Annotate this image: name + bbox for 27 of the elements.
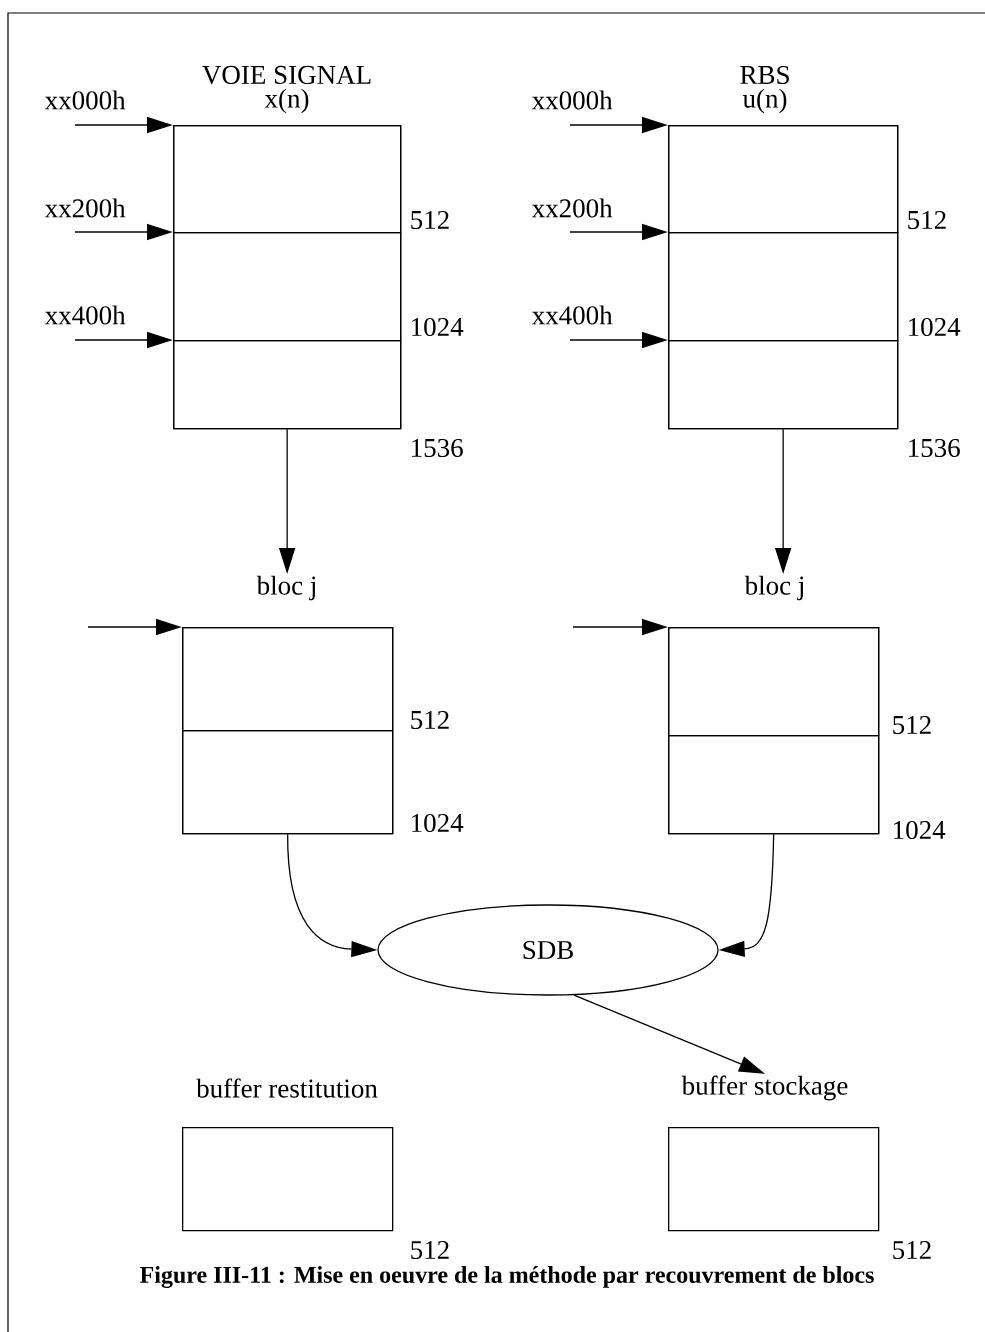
block-heading: RBS — [740, 65, 789, 85]
address-label: 512 — [893, 715, 931, 735]
address-label: 512 — [411, 1240, 449, 1260]
address-label: 1024 — [412, 317, 464, 337]
address-label: 512 — [411, 210, 449, 230]
block-heading: bloc j — [256, 575, 316, 601]
address-label: 1024 — [894, 820, 946, 840]
edge-label: xx000h — [531, 90, 613, 110]
block-heading: u(n) — [742, 88, 787, 114]
edge-label: xx000h — [44, 90, 126, 110]
figure-caption: Figure III-11 : Mise en oeuvre de la méthode par recouvrement de blocs — [140, 1266, 874, 1288]
address-label: 1024 — [909, 317, 961, 337]
edge-label: xx200h — [44, 198, 126, 218]
address-label: 512 — [893, 1240, 931, 1260]
address-label: 512 — [411, 710, 449, 730]
edge-label: xx200h — [531, 198, 613, 218]
block-heading: bloc j — [744, 575, 804, 601]
address-label: 1536 — [412, 438, 463, 458]
edge-label: xx400h — [44, 305, 126, 325]
block-heading: buffer stockage — [681, 1075, 848, 1101]
address-label: 1536 — [909, 438, 960, 458]
address-label: 1024 — [412, 813, 464, 833]
block-heading: buffer restitution — [196, 1078, 378, 1098]
address-label: 512 — [908, 210, 946, 230]
block-heading: x(n) — [264, 88, 309, 114]
block-heading: VOIE SIGNAL — [202, 65, 371, 85]
edge-label: xx400h — [531, 305, 613, 325]
